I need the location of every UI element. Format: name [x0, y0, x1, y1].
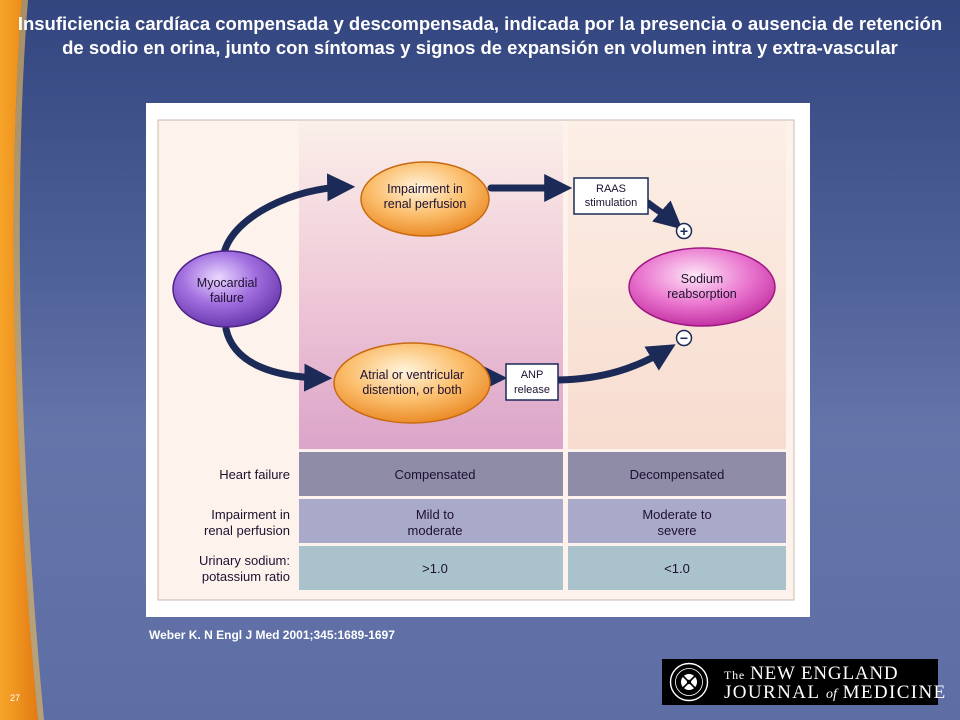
box-label-line: RAAS	[596, 183, 626, 195]
table-cell: Moderate to	[642, 507, 711, 522]
nejm-title-line2: JOURNAL of MEDICINE	[724, 682, 947, 703]
slide-title: Insuficiencia cardíaca compensada y desc…	[17, 13, 943, 58]
table-row-label: renal perfusion	[204, 523, 290, 538]
box-anp-release: ANP release	[505, 363, 559, 401]
table-row-label: Urinary sodium:	[199, 553, 290, 568]
svg-text:−: −	[680, 330, 688, 346]
box-label-line: release	[514, 384, 550, 396]
node-label-line: Atrial or ventricular	[360, 368, 464, 382]
table-cell: <1.0	[664, 561, 690, 576]
arrow-raas-to-sodium	[644, 199, 683, 230]
node-label-line: reabsorption	[667, 287, 737, 301]
node-renal-perfusion: Impairment in renal perfusion	[360, 161, 490, 237]
nejm-figure: Myocardial failure Impairment in renal p…	[146, 103, 810, 617]
nejm-seal-icon	[669, 662, 709, 702]
box-label-line: ANP	[521, 369, 544, 381]
node-label-line: Myocardial	[197, 276, 257, 290]
node-label-line: distention, or both	[362, 383, 461, 397]
nejm-title-line1: The NEW ENGLAND	[724, 663, 899, 684]
box-raas-stimulation: RAAS stimulation	[573, 177, 649, 215]
table-cell: Decompensated	[630, 467, 725, 482]
minus-sign-icon: −	[675, 329, 693, 347]
box-label-line: stimulation	[585, 197, 638, 209]
node-myocardial-failure: Myocardial failure	[172, 250, 282, 328]
node-label-line: Impairment in	[387, 182, 463, 196]
plus-sign-icon: +	[675, 222, 693, 240]
slide-number: 27	[10, 693, 21, 703]
node-label-line: Sodium	[681, 272, 723, 286]
comparison-table: Heart failure Compensated Decompensated …	[199, 452, 786, 590]
node-sodium-reabsorption: Sodium reabsorption	[628, 247, 776, 327]
table-cell: Mild to	[416, 507, 454, 522]
table-cell: Compensated	[395, 467, 476, 482]
nejm-logo: The NEW ENGLAND JOURNAL of MEDICINE	[662, 659, 945, 705]
arrow-anp-to-sodium	[554, 344, 676, 384]
table-row-label: Heart failure	[219, 467, 290, 482]
node-label-line: failure	[210, 291, 244, 305]
table-row-label: potassium ratio	[202, 569, 290, 584]
table-cell: severe	[657, 523, 696, 538]
citation: Weber K. N Engl J Med 2001;345:1689-1697	[149, 628, 395, 642]
arrow-myocardial-to-atrial	[222, 325, 333, 392]
node-label-line: renal perfusion	[384, 197, 467, 211]
figure-diagram: Myocardial failure Impairment in renal p…	[157, 119, 795, 601]
table-cell: moderate	[408, 523, 463, 538]
svg-text:+: +	[680, 223, 688, 239]
node-atrial-distention: Atrial or ventricular distention, or bot…	[333, 342, 491, 424]
table-row-label: Impairment in	[211, 507, 290, 522]
arrow-myocardial-to-renal	[220, 173, 356, 257]
arrows	[220, 173, 683, 392]
table-cell: >1.0	[422, 561, 448, 576]
